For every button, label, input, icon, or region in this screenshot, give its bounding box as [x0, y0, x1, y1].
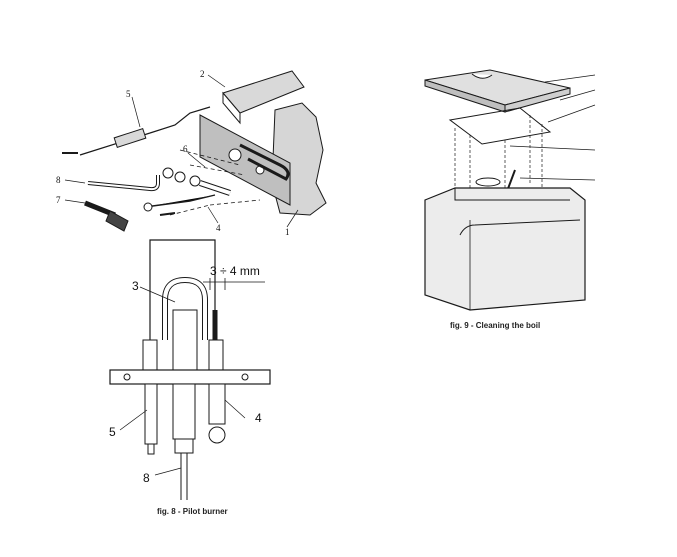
callout-1: 1 [285, 227, 290, 237]
callout-2: 2 [200, 69, 205, 79]
boiler-cleaning-figure: fig. 9 - Cleaning the boil [410, 60, 610, 340]
callout-6: 6 [183, 144, 188, 154]
figure-9-caption: fig. 9 - Cleaning the boil [450, 321, 540, 330]
callout-7: 7 [56, 195, 61, 205]
callout-8: 8 [56, 175, 61, 185]
callout-8: 8 [143, 471, 150, 485]
boiler-cleaning-drawing: fig. 9 - Cleaning the boil [424, 69, 596, 330]
pilot-burner-figure: 3 ÷ 4 mm 3 5 4 8 fig. 8 - Pilot burner [95, 230, 295, 520]
figure-8-caption: fig. 8 - Pilot burner [157, 507, 228, 516]
callout-5: 5 [109, 425, 116, 439]
callout-4: 4 [216, 223, 221, 233]
gap-dimension-label: 3 ÷ 4 mm [210, 264, 260, 278]
callout-5: 5 [126, 89, 131, 99]
callout-3: 3 [132, 279, 139, 293]
pilot-assembly-exploded-figure: 2 5 6 8 7 4 1 [40, 55, 360, 245]
pilot-assembly-exploded-drawing: 2 5 6 8 7 4 1 [56, 69, 327, 237]
pilot-burner-drawing: 3 ÷ 4 mm 3 5 4 8 fig. 8 - Pilot burner [109, 239, 271, 516]
callout-4: 4 [255, 411, 262, 425]
